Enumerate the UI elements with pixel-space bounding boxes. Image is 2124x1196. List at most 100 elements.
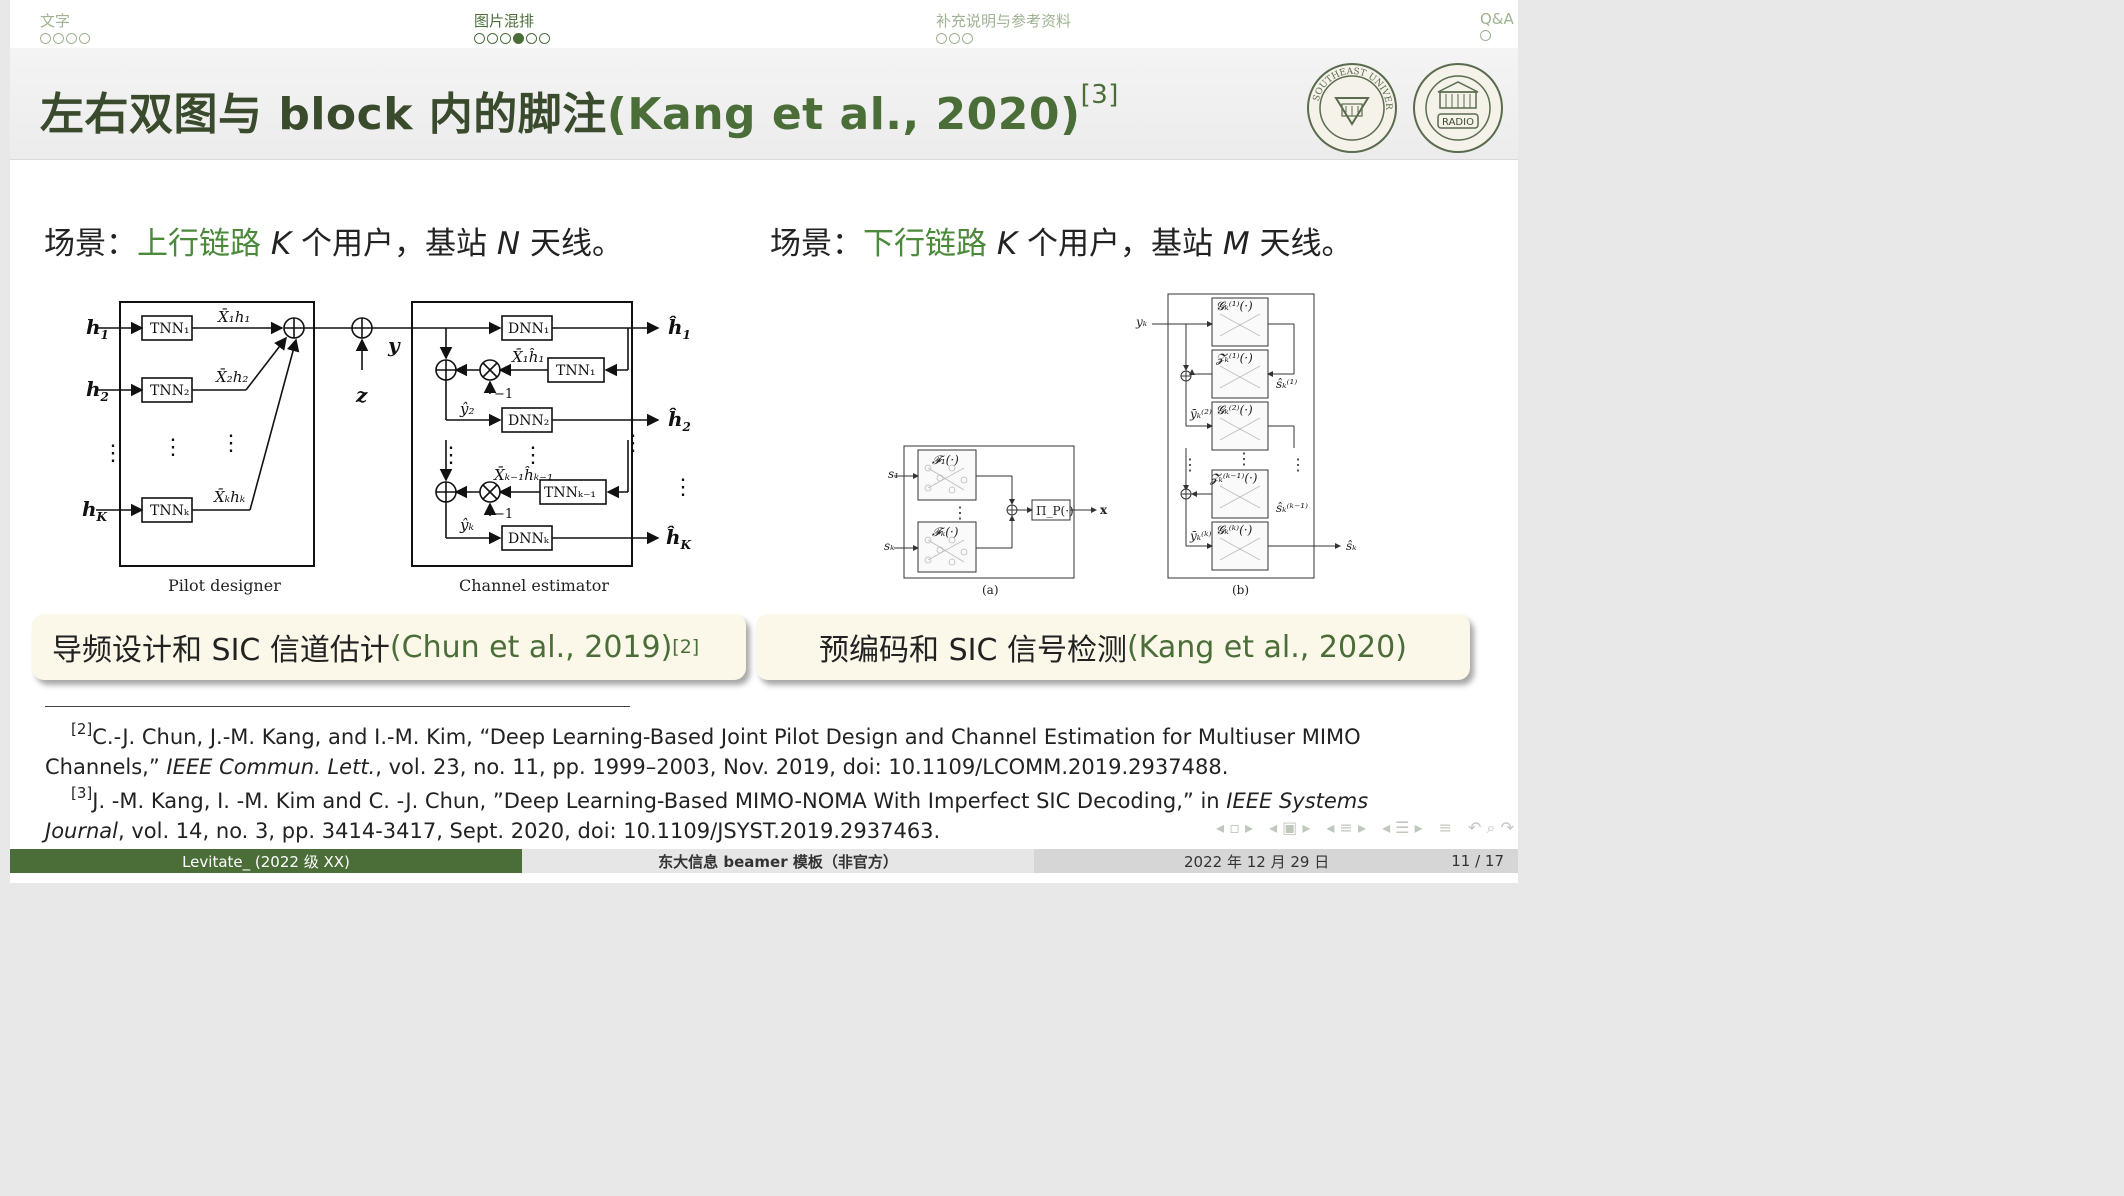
frame-dot[interactable] — [40, 33, 51, 44]
nav-section-label[interactable]: Q&A — [1480, 10, 1514, 28]
svg-text:ŝₖ⁽ᵏ⁻¹⁾: ŝₖ⁽ᵏ⁻¹⁾ — [1276, 501, 1308, 515]
svg-text:X̄₁ĥ₁: X̄₁ĥ₁ — [511, 348, 544, 366]
svg-text:ĥ2: ĥ2 — [668, 407, 691, 434]
footnote-journal: IEEE Systems — [1226, 789, 1369, 813]
frame-dot[interactable] — [474, 33, 485, 44]
svg-text:⋮: ⋮ — [622, 431, 644, 456]
title-text: 左右双图与 block 内的脚注 — [40, 89, 607, 140]
svg-text:⋮: ⋮ — [522, 443, 544, 468]
scene-highlight: 上行链路 — [137, 226, 261, 262]
frame-dot[interactable] — [949, 33, 960, 44]
svg-text:sₖ: sₖ — [884, 539, 895, 553]
title-bar: 左右双图与 block 内的脚注(Kang et al., 2020)[3] S… — [10, 48, 1518, 160]
subfig-b-label: (b) — [1232, 583, 1249, 597]
footer-info: 2022 年 12 月 29 日 11 / 17 — [1034, 849, 1518, 873]
svg-text:ȳₖ⁽²⁾: ȳₖ⁽²⁾ — [1189, 407, 1212, 421]
pilot-designer-label: Pilot designer — [168, 576, 281, 595]
frame-dot[interactable] — [936, 33, 947, 44]
document-nav-icon[interactable]: ◂ ☰ ▸ — [1382, 818, 1423, 837]
svg-text:⋮: ⋮ — [1182, 455, 1198, 474]
channel-estimator-label: Channel estimator — [459, 576, 609, 595]
footnote-text: , vol. 23, no. 11, pp. 1999–2003, Nov. 2… — [375, 755, 1229, 779]
minus-one-label: −1 — [494, 507, 513, 522]
svg-text:hK: hK — [82, 497, 108, 524]
nav-section-label[interactable]: 补充说明与参考资料 — [936, 12, 1072, 30]
nav-section-2[interactable]: 图片混排 — [474, 10, 550, 44]
frame-dot[interactable] — [53, 33, 64, 44]
frame-dot[interactable] — [66, 33, 77, 44]
footnote-rule — [45, 706, 630, 707]
output-x-label: x — [1100, 503, 1108, 517]
frame-dot[interactable] — [79, 33, 90, 44]
toc-icon[interactable]: ≡ — [1438, 818, 1453, 837]
footnote-text: , vol. 14, no. 3, pp. 3414-3417, Sept. 2… — [118, 819, 941, 843]
svg-text:𝓖ₖ⁽ᵏ⁾(·): 𝓖ₖ⁽ᵏ⁾(·) — [1216, 523, 1253, 537]
svg-text:ȳₖ⁽ᵏ⁾: ȳₖ⁽ᵏ⁾ — [1189, 529, 1211, 543]
scene-text: 天线。 — [1249, 226, 1353, 262]
search-back-forward-icon[interactable]: ↶ ⌕ ↷ — [1468, 818, 1514, 837]
footer-author: Levitate_ (2022 级 XX) — [10, 849, 522, 873]
svg-text:h1: h1 — [86, 315, 109, 342]
svg-text:X̄₂h₂: X̄₂h₂ — [215, 368, 248, 386]
caption-text: 导频设计和 SIC 信道估计 — [52, 633, 390, 668]
section-navigation: 文字 图片混排 补充说明与参考资料 Q&A — [10, 0, 1518, 48]
nav-section-3[interactable]: 补充说明与参考资料 — [936, 10, 1071, 44]
caption-reference[interactable]: [2] — [672, 636, 700, 658]
title-reference[interactable]: [3] — [1080, 80, 1119, 110]
nav-section-label[interactable]: 图片混排 — [474, 12, 535, 30]
footnote-text: C.-J. Chun, J.-M. Kang, and I.-M. Kim, “… — [92, 725, 1361, 749]
footnote-marker: [2] — [71, 720, 93, 738]
nav-section-dots — [474, 33, 550, 44]
frame-dot[interactable] — [500, 33, 511, 44]
signal-y-label: y — [387, 333, 401, 357]
pi-label: Π_P(·) — [1036, 504, 1074, 518]
scene-prefix: 场景： — [44, 226, 137, 262]
svg-text:X̄ₖ₋₁ĥₖ₋₁: X̄ₖ₋₁ĥₖ₋₁ — [493, 466, 553, 484]
scene-text: 个用户，基站 — [291, 226, 497, 262]
minus-one-label: −1 — [494, 387, 513, 402]
caption-block-right: 预编码和 SIC 信号检测(Kang et al., 2020) — [756, 614, 1470, 680]
dnn-1-label: DNN₁ — [508, 321, 549, 337]
noise-z-label: z — [355, 383, 368, 407]
svg-text:𝓖ₖ⁽¹⁾(·): 𝓖ₖ⁽¹⁾(·) — [1216, 299, 1253, 313]
svg-text:⋮: ⋮ — [1236, 449, 1252, 468]
title-citation[interactable]: (Kang et al., 2020) — [606, 89, 1081, 140]
frame-nav-icon[interactable]: ◂ ▫ ▸ — [1215, 818, 1254, 837]
footnote-2: [2]C.-J. Chun, J.-M. Kang, and I.-M. Kim… — [45, 714, 1485, 782]
scene-text: 个用户，基站 — [1017, 226, 1223, 262]
page-number: 11 / 17 — [1451, 852, 1504, 870]
footer-bar: Levitate_ (2022 级 XX) 东大信息 beamer 模板（非官方… — [10, 849, 1518, 873]
slide-title: 左右双图与 block 内的脚注(Kang et al., 2020)[3] — [40, 78, 1119, 142]
scene-right: 场景：下行链路 K 个用户，基站 M 天线。 — [770, 218, 1353, 263]
svg-text:𝓖ₖ⁽²⁾(·): 𝓖ₖ⁽²⁾(·) — [1216, 403, 1253, 417]
svg-text:⋮: ⋮ — [672, 475, 694, 500]
svg-text:ŷₖ: ŷₖ — [459, 516, 474, 534]
scene-left: 场景：上行链路 K 个用户，基站 N 天线。 — [44, 218, 623, 263]
frame-dot[interactable] — [513, 33, 524, 44]
tnn-k-label: TNNₖ — [150, 503, 190, 519]
subfig-a-label: (a) — [982, 583, 999, 597]
nav-section-4[interactable]: Q&A — [1480, 10, 1514, 41]
nav-section-dots — [40, 33, 90, 44]
svg-text:𝓕ₖ(·): 𝓕ₖ(·) — [932, 525, 959, 539]
svg-text:X̄ₖhₖ: X̄ₖhₖ — [213, 488, 246, 506]
frame-dot[interactable] — [1480, 30, 1491, 41]
frame-dot[interactable] — [962, 33, 973, 44]
subsection-nav-icon[interactable]: ◂ ▣ ▸ — [1269, 818, 1311, 837]
figure-pilot-channel: TNN₁ TNN₂ TNNₖ DNN₁ DNN₂ DNNₖ TNN₁ TNNₖ₋… — [82, 301, 694, 595]
nav-section-dots — [1480, 30, 1514, 41]
dnn-k-label: DNNₖ — [508, 531, 550, 547]
nav-section-label[interactable]: 文字 — [40, 12, 71, 30]
frame-dot[interactable] — [526, 33, 537, 44]
section-nav-icon[interactable]: ◂ ≡ ▸ — [1326, 818, 1367, 837]
footnote-3: [3]J. -M. Kang, I. -M. Kim and C. -J. Ch… — [45, 778, 1485, 846]
footnote-journal: Journal — [45, 819, 118, 843]
caption-citation[interactable]: (Chun et al., 2019) — [389, 629, 673, 665]
tnn-2-label: TNN₂ — [150, 383, 189, 399]
dnn-2-label: DNN₂ — [508, 413, 549, 429]
frame-dot[interactable] — [539, 33, 550, 44]
caption-citation[interactable]: (Kang et al., 2020) — [1126, 629, 1407, 665]
nav-section-1[interactable]: 文字 — [40, 10, 90, 44]
footer-title: 东大信息 beamer 模板（非官方） — [522, 849, 1034, 873]
frame-dot[interactable] — [487, 33, 498, 44]
